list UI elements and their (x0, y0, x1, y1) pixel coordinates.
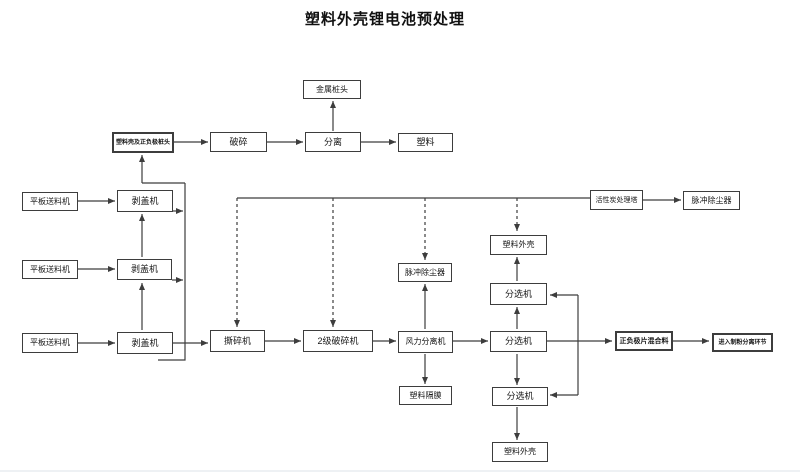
node-sorter-bottom: 分选机 (492, 387, 548, 406)
node-separate: 分离 (305, 132, 361, 152)
node-decap-3: 剥盖机 (117, 332, 173, 354)
connector-collector-bus (158, 183, 186, 361)
node-pulse-dust-mid: 脉冲除尘器 (398, 263, 452, 282)
node-plastic-membrane: 塑料隔膜 (399, 386, 452, 405)
node-metal-post: 金属桩头 (303, 80, 361, 99)
node-sorter-mid: 分选机 (490, 331, 547, 352)
node-feeder-1: 平板送料机 (22, 192, 78, 211)
node-crush: 破碎 (210, 132, 267, 152)
node-decap-2: 剥盖机 (117, 259, 172, 280)
connector-group (78, 101, 709, 440)
node-stage2-crusher: 2级破碎机 (303, 330, 373, 352)
node-shell-and-posts: 塑料壳及正负极桩头 (112, 132, 174, 153)
node-plastic-shell-top: 塑料外壳 (490, 235, 547, 255)
node-pulse-dust-right: 脉冲除尘器 (683, 191, 740, 210)
node-feeder-2: 平板送料机 (22, 260, 78, 279)
node-carbon-tower: 活性炭处理塔 (590, 190, 643, 210)
node-electrode-mix: 正负极片混合料 (615, 331, 673, 351)
node-shredder: 撕碎机 (210, 330, 265, 352)
node-air-separator: 风力分离机 (398, 331, 453, 353)
node-plastic-shell-bottom: 塑料外壳 (492, 442, 548, 462)
node-feeder-3: 平板送料机 (22, 333, 78, 353)
node-sorter-top: 分选机 (490, 283, 547, 305)
node-plastic: 塑料 (398, 133, 453, 152)
node-decap-1: 剥盖机 (117, 190, 173, 212)
diagram-title: 塑料外壳锂电池预处理 (304, 11, 465, 28)
node-to-powder: 进入制粉分离环节 (712, 333, 773, 352)
